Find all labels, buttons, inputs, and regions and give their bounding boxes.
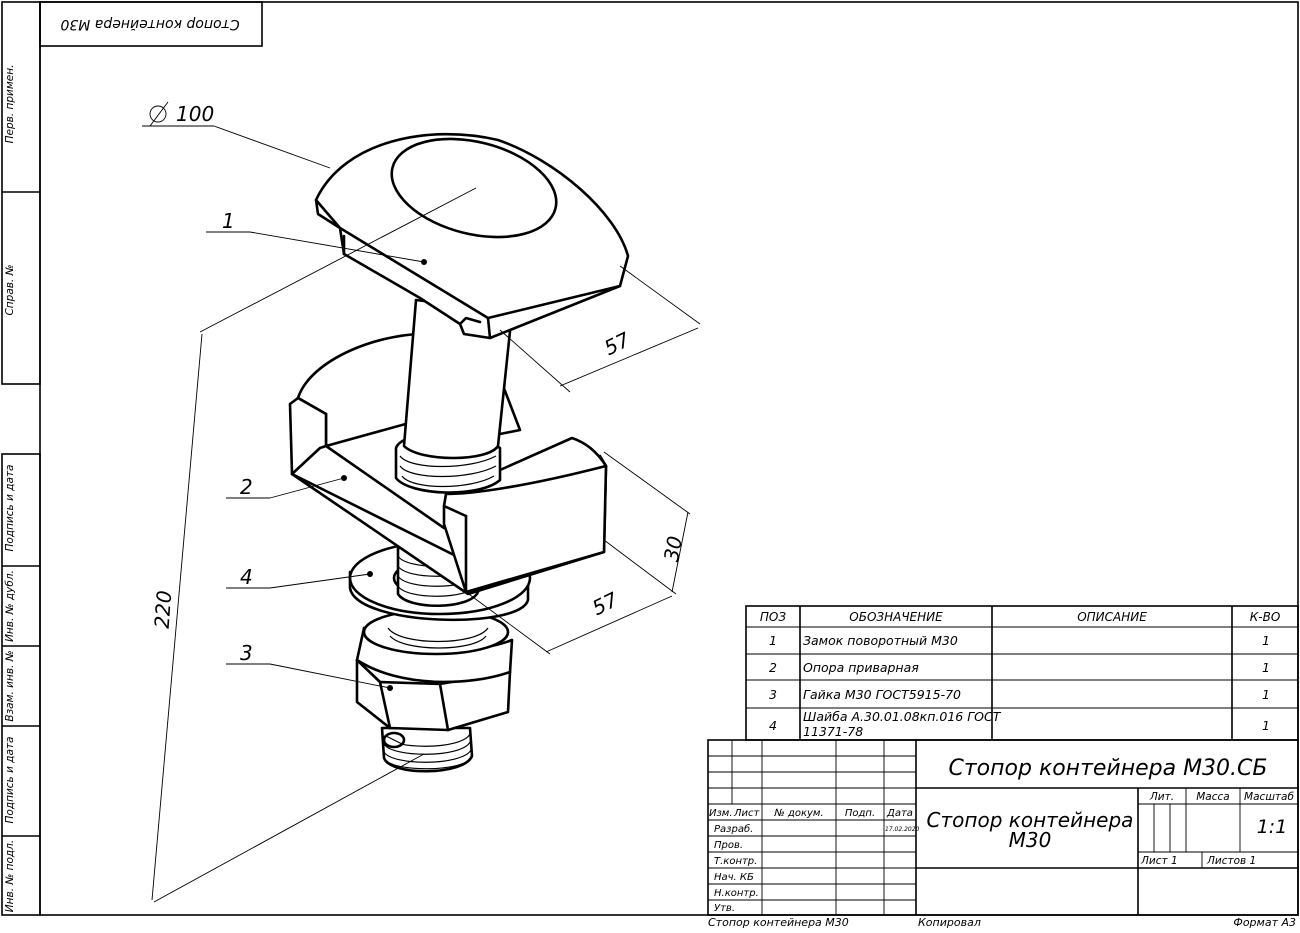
product-name-line-1: Стопор контейнера bbox=[927, 808, 1134, 832]
bolt-bottom-thread bbox=[380, 726, 474, 773]
spec-row-4-name: Шайба А.30.01.08кп.016 ГОСТ bbox=[803, 709, 1002, 724]
col-sign: Подп. bbox=[845, 808, 875, 819]
spec-row-3-pos: 3 bbox=[769, 687, 777, 702]
top-stamp-text: Стопор контейнера М30 bbox=[60, 16, 239, 32]
dim-diameter: 100 bbox=[176, 102, 214, 126]
callout-1: 1 bbox=[222, 209, 235, 233]
col-izm: Изм. bbox=[709, 808, 733, 819]
spec-row-2-name: Опора приварная bbox=[803, 660, 919, 675]
dimension-lines bbox=[142, 101, 701, 903]
lit-label: Лит. bbox=[1149, 791, 1174, 803]
callout-2: 2 bbox=[240, 475, 253, 499]
side-label-podpis-2: Подпись и дата bbox=[4, 737, 16, 824]
spec-row-1-qty: 1 bbox=[1262, 633, 1270, 648]
footer-title: Стопор контейнера М30 bbox=[708, 916, 849, 928]
mass-label: Масса bbox=[1196, 791, 1229, 803]
dim-30: 30 bbox=[659, 534, 687, 563]
spec-header-qty: К-ВО bbox=[1250, 610, 1281, 624]
scale-value: 1:1 bbox=[1257, 816, 1288, 838]
spec-row-4-pos: 4 bbox=[769, 718, 777, 733]
part-3-nut bbox=[355, 608, 514, 732]
role-utv: Утв. bbox=[714, 903, 735, 914]
side-label-vzam-inv: Взам. инв. № bbox=[4, 650, 16, 721]
footer-format: Формат А3 bbox=[1233, 916, 1296, 928]
scale-label: Масштаб bbox=[1244, 791, 1294, 803]
callout-3: 3 bbox=[240, 641, 253, 665]
role-razrab: Разраб. bbox=[714, 823, 753, 835]
side-label-perv-primen: Перв. примен. bbox=[4, 65, 16, 144]
assembly-drawing: 100 57 30 57 220 1 2 4 3 bbox=[142, 101, 701, 903]
spec-header-desc: ОПИСАНИЕ bbox=[1077, 610, 1147, 624]
col-doc: № докум. bbox=[773, 808, 823, 819]
product-name-line-2: М30 bbox=[1009, 828, 1052, 852]
sheet-label: Лист 1 bbox=[1140, 855, 1178, 867]
spec-row-3-name: Гайка М30 ГОСТ5915-70 bbox=[803, 687, 961, 702]
spec-row-4-name-2: 11371-78 bbox=[803, 724, 863, 739]
role-nkontr: Н.контр. bbox=[714, 888, 759, 899]
spec-row-4-qty: 1 bbox=[1262, 718, 1270, 733]
side-labels: Перв. примен. Справ. № Подпись и дата Ин… bbox=[4, 65, 16, 913]
role-tkontr: Т.контр. bbox=[714, 856, 757, 867]
side-label-inv-podl: Инв. № подл. bbox=[4, 840, 16, 912]
footer-copied: Копировал bbox=[918, 916, 981, 928]
spec-row-1-pos: 1 bbox=[769, 633, 777, 648]
drawing-frame bbox=[1, 1, 1299, 916]
side-label-inv-dubl: Инв. № дубл. bbox=[4, 570, 16, 642]
side-label-sprav: Справ. № bbox=[4, 264, 16, 315]
spec-row-1-name: Замок поворотный М30 bbox=[803, 633, 958, 648]
footer: Стопор контейнера М30 Копировал Формат А… bbox=[708, 916, 1296, 929]
role-nach-kb: Нач. КБ bbox=[714, 872, 754, 883]
part-1-lock-bolt bbox=[314, 132, 630, 460]
designation: Стопор контейнера М30.СБ bbox=[949, 756, 1268, 781]
sheets-label: Листов 1 bbox=[1206, 855, 1256, 867]
dim-57-top: 57 bbox=[600, 327, 634, 360]
callout-4: 4 bbox=[240, 565, 253, 589]
col-date: Дата bbox=[886, 808, 913, 819]
spec-header-name: ОБОЗНАЧЕНИЕ bbox=[849, 610, 943, 624]
spec-row-2-pos: 2 bbox=[769, 660, 777, 675]
date-value: 17.02.2020 bbox=[885, 826, 920, 833]
spec-table: ПОЗ ОБОЗНАЧЕНИЕ ОПИСАНИЕ К-ВО 1 Замок по… bbox=[745, 605, 1299, 741]
role-prov: Пров. bbox=[714, 840, 743, 851]
spec-row-3-qty: 1 bbox=[1262, 687, 1270, 702]
dim-57-bottom: 57 bbox=[588, 587, 622, 620]
spec-row-2-qty: 1 bbox=[1262, 660, 1270, 675]
dim-220: 220 bbox=[150, 590, 177, 630]
title-block: Стопор контейнера М30.СБ Стопор контейне… bbox=[707, 739, 1299, 916]
side-label-podpis-1: Подпись и дата bbox=[4, 465, 16, 552]
col-list: Лист bbox=[733, 808, 761, 819]
spec-header-pos: ПОЗ bbox=[760, 610, 786, 624]
